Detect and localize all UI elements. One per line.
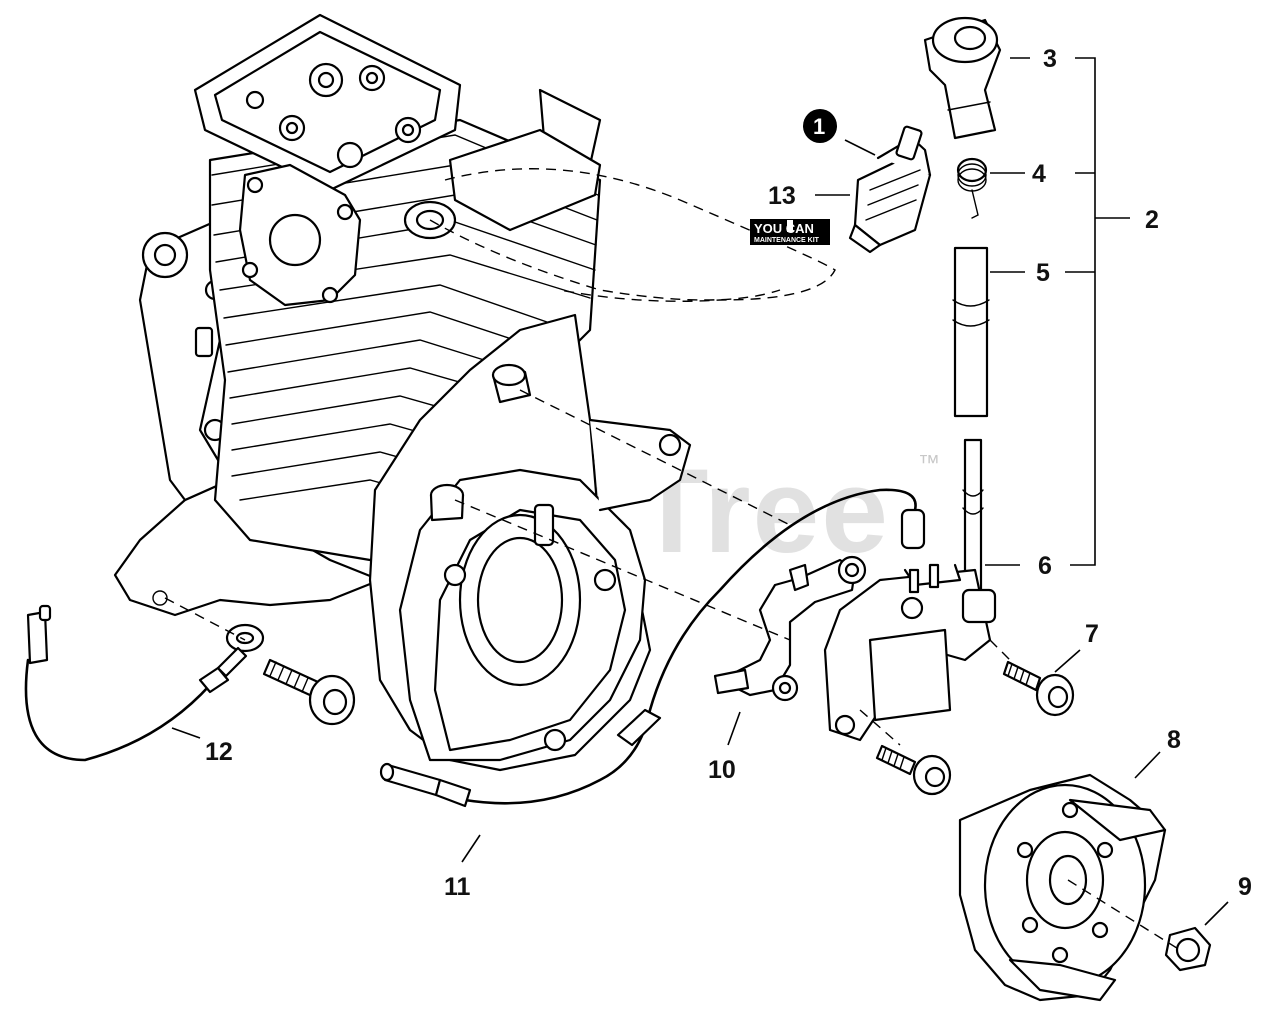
callout-10: 10 (708, 756, 736, 784)
screw-left (262, 658, 356, 726)
callout-5: 5 (1036, 259, 1050, 287)
badge-line1: YOU CAN (754, 221, 814, 236)
stop-wire (24, 604, 265, 762)
leader-lines (171, 57, 1229, 926)
callout-1: 1 (813, 114, 825, 139)
ignition-coil (823, 438, 997, 742)
callout-3: 3 (1043, 45, 1057, 73)
spark-plug (848, 125, 932, 254)
spring (956, 157, 988, 219)
fan-housing (368, 313, 692, 772)
callout-13: 13 (768, 182, 796, 210)
screw-7 (1002, 660, 1075, 717)
callout-12: 12 (205, 738, 233, 766)
badge-line2: MAINTENANCE KIT (754, 237, 820, 244)
callout-labels: 1 2 3 4 5 6 7 8 9 10 11 12 13 (205, 45, 1252, 901)
flywheel (958, 773, 1167, 1002)
callout-8: 8 (1167, 726, 1181, 754)
callout-11: 11 (444, 873, 471, 901)
callout-4: 4 (1032, 160, 1046, 188)
callout-1-dot (803, 109, 837, 143)
spark-plug-boot (923, 16, 1002, 140)
callout-2: 2 (1145, 206, 1159, 234)
ground-bracket (713, 555, 867, 702)
callout-7: 7 (1085, 620, 1099, 648)
screw-coil (875, 744, 952, 796)
callout-9: 9 (1238, 873, 1252, 901)
ignition-tube (952, 246, 990, 418)
watermark-tm: ™ (918, 450, 940, 475)
maintenance-kit-badge: YOU CAN MAINTENANCE KIT (750, 219, 830, 245)
ground-wire (379, 488, 926, 808)
nut (1164, 926, 1212, 972)
callout-6: 6 (1038, 552, 1052, 580)
